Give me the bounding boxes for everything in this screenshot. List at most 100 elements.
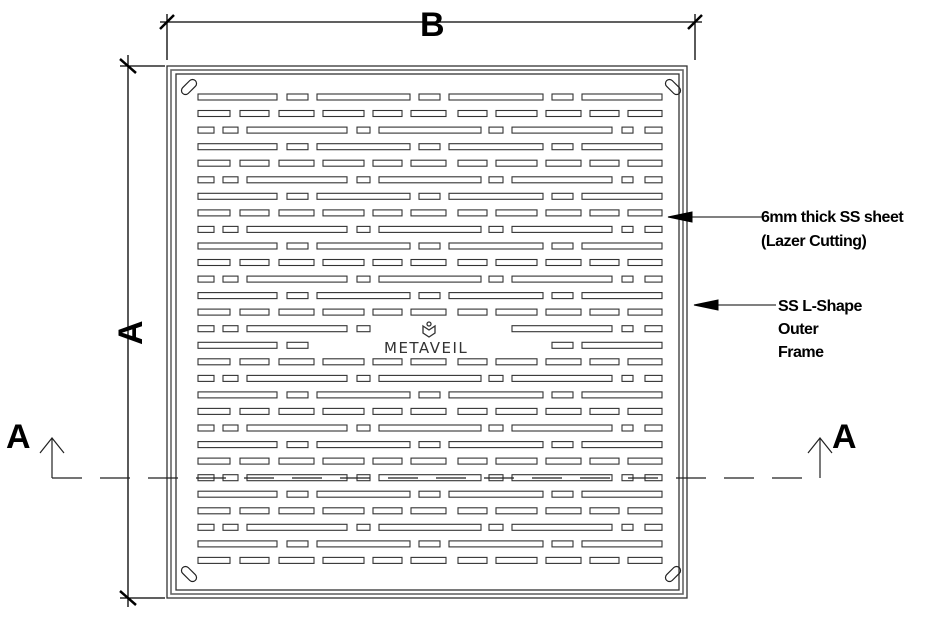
slot (197, 93, 278, 101)
slot (621, 275, 634, 283)
slot (239, 407, 270, 415)
slot (246, 424, 348, 432)
slot (551, 441, 574, 449)
slot (644, 374, 663, 382)
slot (627, 258, 663, 267)
slot (286, 540, 309, 548)
slot (286, 490, 309, 498)
slot (286, 341, 309, 349)
slot (581, 490, 663, 498)
slot (644, 176, 663, 184)
slot (322, 209, 365, 217)
slot (246, 176, 348, 184)
slot (495, 159, 538, 167)
slot (356, 275, 371, 283)
slot (197, 325, 215, 333)
slot (239, 109, 270, 118)
slot (286, 292, 309, 300)
slot (286, 242, 309, 250)
slot (581, 143, 663, 151)
slot (551, 490, 574, 498)
slot (551, 93, 574, 101)
slot (278, 556, 315, 564)
slot (511, 225, 613, 233)
slot (551, 192, 574, 200)
slot (356, 126, 371, 134)
slot (488, 374, 504, 382)
slot (448, 540, 544, 548)
slot (627, 159, 663, 167)
slot (488, 176, 504, 184)
slot (278, 258, 315, 267)
slot (551, 341, 574, 349)
slot (356, 176, 371, 184)
slot (418, 192, 441, 200)
slot (410, 308, 447, 316)
slot (197, 341, 278, 349)
slot (488, 225, 504, 233)
slot (627, 109, 663, 118)
slot (372, 258, 403, 267)
slot (410, 258, 447, 267)
slot (372, 358, 403, 366)
slot (316, 490, 411, 498)
slot (457, 308, 488, 316)
dimension-b (159, 14, 703, 60)
slot (488, 523, 504, 531)
slot (316, 143, 411, 151)
slot (197, 242, 278, 250)
slot (246, 374, 348, 382)
slot (457, 556, 488, 564)
slot (246, 275, 348, 283)
slot (545, 308, 582, 316)
slot (627, 556, 663, 564)
slot (197, 441, 278, 449)
slot (222, 126, 239, 134)
dimension-b-label: B (420, 6, 445, 44)
slot (621, 126, 634, 134)
slot (511, 374, 613, 382)
slot (621, 523, 634, 531)
slot (511, 325, 613, 333)
slot (322, 556, 365, 564)
slot (627, 358, 663, 366)
slot (322, 407, 365, 415)
slot (551, 540, 574, 548)
slot (457, 358, 488, 366)
callout-sheet: 6mm thick SS sheet (Lazer Cutting) (761, 209, 907, 250)
slot (495, 407, 538, 415)
slot (457, 407, 488, 415)
slot (322, 507, 365, 515)
slot (418, 143, 441, 151)
slot (197, 424, 215, 432)
slot (286, 441, 309, 449)
slot (197, 176, 215, 184)
slot (239, 209, 270, 217)
slot (551, 391, 574, 399)
corner-slot-holes (180, 78, 682, 583)
slot (589, 308, 620, 316)
section-right-label: A (832, 418, 857, 456)
slot (322, 109, 365, 118)
slot (278, 358, 315, 366)
slot (418, 242, 441, 250)
dimension-a-label: A (112, 320, 150, 345)
slot (511, 126, 613, 134)
slot (410, 556, 447, 564)
slot (286, 143, 309, 151)
slot (495, 556, 538, 564)
slot (372, 556, 403, 564)
slot (644, 523, 663, 531)
slot (627, 308, 663, 316)
slot (511, 523, 613, 531)
slot (378, 374, 482, 382)
slot (222, 325, 239, 333)
slot (197, 258, 231, 267)
slot (316, 540, 411, 548)
slot (286, 391, 309, 399)
slot (545, 556, 582, 564)
slot (511, 176, 613, 184)
slot (545, 258, 582, 267)
slot (278, 109, 315, 118)
slot (378, 424, 482, 432)
